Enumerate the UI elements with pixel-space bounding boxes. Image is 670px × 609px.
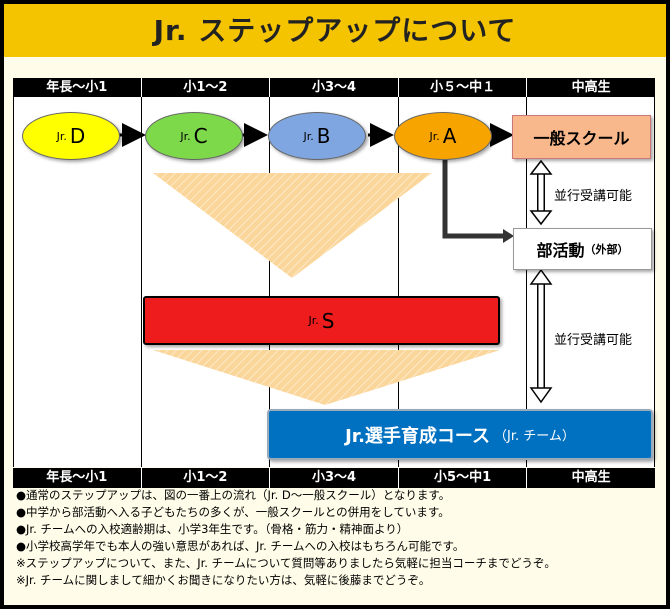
note-item: ●小学校高学年でも本人の強い意思があれば、Jr. チームへの入校はもちろん可能で… bbox=[16, 539, 465, 553]
note-item: ※ステップアップについて、また、Jr. チームについて質問等ありましたら気軽に担… bbox=[16, 556, 556, 570]
funnel-lower bbox=[153, 350, 500, 405]
level-prefix: Jr. bbox=[180, 129, 191, 143]
stage-header-bottom: 年長～小1 小1～2 小3～4 小5～中1 中高生 bbox=[13, 468, 655, 488]
parallel-label-lower: 並行受講可能 bbox=[554, 333, 633, 348]
grid-line bbox=[398, 97, 399, 467]
note-item: ●通常のステップアップは、図の一番上の流れ（Jr. D～一般スクール）となります… bbox=[16, 488, 451, 502]
stage-label: 小1～2 bbox=[142, 78, 271, 98]
level-prefix: Jr. bbox=[308, 314, 319, 327]
stage-label: 小3～4 bbox=[270, 468, 399, 488]
grid-line bbox=[526, 97, 527, 467]
grid-line bbox=[141, 97, 142, 467]
level-s-bar: Jr.S bbox=[143, 296, 500, 345]
level-letter: A bbox=[442, 124, 457, 148]
title-band: Jr. ステップアップについて bbox=[4, 4, 666, 57]
youth-course-box: Jr.選手育成コース（Jr. チーム） bbox=[267, 409, 653, 460]
level-prefix: Jr. bbox=[303, 129, 314, 143]
page-title: Jr. ステップアップについて bbox=[153, 14, 517, 47]
note-item: ※Jr. チームに関しまして細かくお聞きになりたい方は、気軽に後藤までどうぞ。 bbox=[16, 573, 431, 587]
general-school-box: 一般スクール bbox=[512, 115, 651, 159]
general-school-label: 一般スクール bbox=[533, 129, 630, 148]
grid-line bbox=[654, 97, 655, 467]
arrow-a-club bbox=[442, 160, 505, 239]
grid-line bbox=[269, 97, 270, 467]
stage-label: 中高生 bbox=[571, 470, 611, 485]
level-c-ellipse: Jr.C bbox=[145, 112, 243, 160]
double-arrow-upper bbox=[529, 159, 553, 226]
stage-label: 年長～小1 bbox=[13, 468, 142, 488]
stage-header-top: 年長～小1 小1～2 小3～4 小５～中１ 中高生 bbox=[13, 78, 655, 98]
level-a-ellipse: Jr.A bbox=[394, 112, 492, 160]
parallel-label-upper: 並行受講可能 bbox=[554, 189, 633, 204]
stage-label: 小5～中1 bbox=[399, 468, 528, 488]
course-sublabel: （Jr. チーム） bbox=[494, 429, 575, 444]
level-letter: B bbox=[316, 124, 331, 148]
notes-list: ●通常のステップアップは、図の一番上の流れ（Jr. D～一般スクール）となります… bbox=[16, 487, 656, 589]
grid-line bbox=[13, 97, 14, 467]
stage-label: 小1～2 bbox=[142, 468, 271, 488]
arrow-a-club-head bbox=[503, 229, 514, 243]
level-letter: S bbox=[321, 308, 335, 333]
stage-label: 小５～中１ bbox=[399, 78, 528, 98]
course-label: Jr.選手育成コース bbox=[345, 425, 491, 447]
note-item: ●中学から部活動へ入る子どもたちの多くが、一般スクールとの併用をしています。 bbox=[16, 505, 450, 519]
level-b-ellipse: Jr.B bbox=[268, 112, 366, 160]
club-sublabel: （外部） bbox=[584, 243, 629, 256]
level-d-ellipse: Jr.D bbox=[22, 112, 120, 160]
club-label: 部活動 bbox=[536, 241, 585, 260]
level-prefix: Jr. bbox=[429, 129, 440, 143]
stage-label: 年長～小1 bbox=[13, 78, 142, 98]
level-prefix: Jr. bbox=[56, 129, 67, 143]
level-letter: C bbox=[193, 124, 208, 148]
note-item: ●Jr. チームへの入校適齢期は、小学3年生です。（骨格・筋力・精神面より） bbox=[16, 522, 409, 536]
club-box: 部活動（外部） bbox=[513, 228, 652, 270]
level-letter: D bbox=[69, 124, 86, 148]
stage-label: 中高生 bbox=[571, 80, 611, 95]
double-arrow-lower bbox=[529, 268, 553, 404]
stage-label: 小3～4 bbox=[270, 78, 399, 98]
funnel-upper bbox=[153, 173, 432, 278]
